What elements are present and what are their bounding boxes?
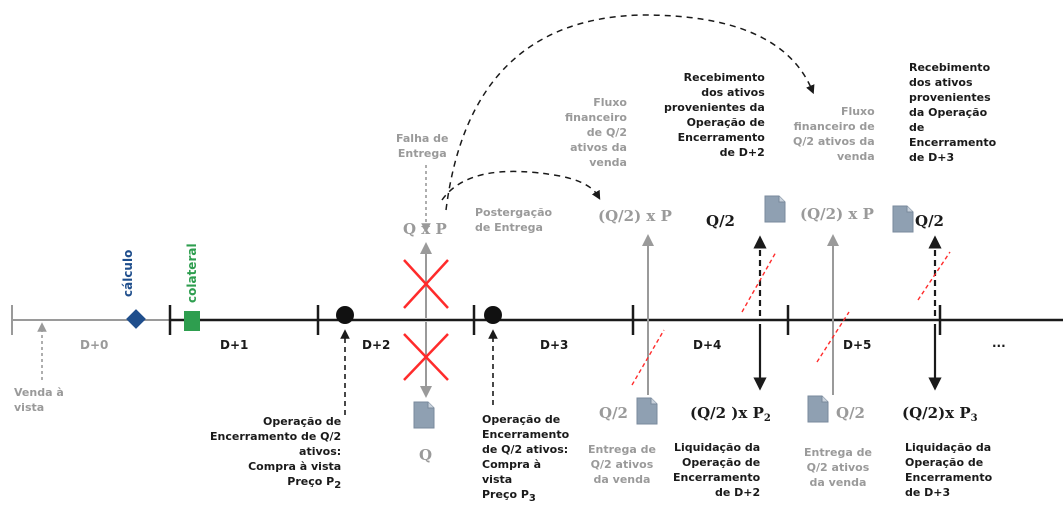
cross-top-icon bbox=[403, 259, 449, 309]
document-icon bbox=[807, 395, 829, 423]
op-encerramento-d3-label: Operação de Encerramento de Q/2 ativos: … bbox=[482, 413, 570, 504]
calculo-label: cálculo bbox=[121, 249, 135, 297]
day-label-ellipsis: ... bbox=[992, 336, 1006, 350]
q2-top-d5-label: Q/2 bbox=[915, 212, 944, 230]
day-label-d0: D+0 bbox=[80, 338, 109, 352]
q2-bottom-d5-label: Q/2 bbox=[836, 404, 865, 422]
op-encerramento-d2-label: Operação de Encerramento de Q/2 ativos: … bbox=[210, 415, 342, 491]
qxp-label: Q x P bbox=[403, 220, 447, 238]
q2-bottom-d4-label: Q/2 bbox=[599, 404, 628, 422]
venda-a-vista-label: Venda à vista bbox=[14, 386, 64, 414]
curve-to-d5 bbox=[445, 14, 815, 211]
liquidacao-d3-label: Liquidação da Operação de Encerramento d… bbox=[905, 441, 993, 499]
day-label-d3: D+3 bbox=[540, 338, 569, 352]
day-label-d5: D+5 bbox=[843, 338, 872, 352]
dot-d3 bbox=[484, 306, 502, 324]
entrega-d5-label: Entrega de Q/2 ativos da venda bbox=[804, 446, 872, 489]
curve-to-d3 bbox=[441, 170, 601, 201]
recebimento-d2-label: Recebimento dos ativos provenientes da O… bbox=[664, 71, 765, 159]
document-icon bbox=[892, 205, 914, 233]
colateral-label: colateral bbox=[185, 243, 199, 303]
q2-p-d5-label: (Q/2) x P bbox=[800, 205, 874, 223]
d4-red-slash bbox=[631, 329, 665, 386]
q2-p2-label: (Q/2 )x P2 bbox=[690, 404, 771, 424]
postergacao-label: Postergação de Entrega bbox=[475, 206, 553, 234]
document-icon bbox=[764, 195, 786, 223]
colateral-square bbox=[184, 311, 200, 331]
entrega-d4-label: Entrega de Q/2 ativos da venda bbox=[588, 443, 656, 486]
q2-p3-label: (Q/2)x P3 bbox=[902, 404, 978, 424]
document-icon bbox=[413, 401, 435, 429]
recebimento-d3-label: Recebimento dos ativos provenientes da O… bbox=[909, 61, 997, 164]
fluxo-financeiro-d4-label: Fluxo financeiro de Q/2 ativos da venda bbox=[565, 96, 627, 169]
d5-red-slash bbox=[816, 311, 850, 363]
day-label-d1: D+1 bbox=[220, 338, 249, 352]
d4-red-slash-2 bbox=[741, 251, 777, 313]
cross-bottom-icon bbox=[403, 333, 449, 381]
d5-red-slash-2 bbox=[917, 251, 951, 301]
q-label: Q bbox=[419, 446, 433, 464]
falha-entrega-label: Falha de Entrega bbox=[396, 132, 449, 160]
fluxo-financeiro-d5-label: Fluxo financeiro de Q/2 ativos da venda bbox=[793, 105, 875, 163]
q2-p-d4-label: (Q/2) x P bbox=[598, 207, 672, 225]
calculo-diamond bbox=[126, 309, 146, 329]
document-icon bbox=[636, 397, 658, 425]
day-label-d4: D+4 bbox=[693, 338, 722, 352]
dot-d2 bbox=[336, 306, 354, 324]
day-label-d2: D+2 bbox=[362, 338, 391, 352]
liquidacao-d2-label: Liquidação da Operação de Encerramento d… bbox=[673, 441, 761, 499]
q2-top-d4-label: Q/2 bbox=[706, 212, 735, 230]
